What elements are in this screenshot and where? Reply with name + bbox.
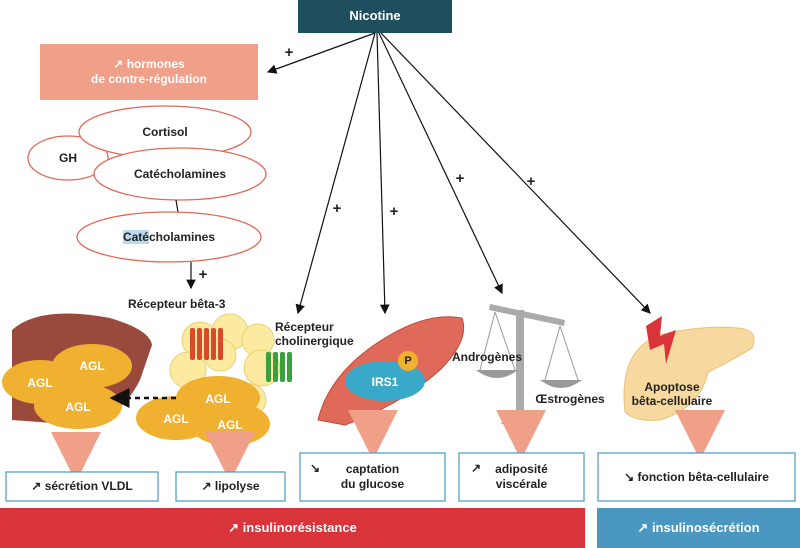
adiposite-line1: adiposité — [495, 462, 548, 476]
agl-label-4: AGL — [205, 392, 231, 406]
catecholamines2-rest: cholamines — [148, 230, 216, 244]
catecholamines2-highlight: Caté — [122, 230, 149, 244]
fonction-arrow: ↘ — [624, 469, 635, 484]
adiposite-label: ↗ adiposité viscérale — [459, 453, 584, 501]
plus-beta3: + — [198, 266, 208, 283]
arrow-to-muscle — [376, 32, 390, 315]
cholinergic-line1: Récepteur — [275, 320, 334, 334]
beta3-receptor-icon — [190, 328, 223, 360]
adiposite-line2: viscérale — [495, 477, 548, 491]
secretion-text: insulinosécrétion — [651, 519, 760, 535]
vldl-text: sécrétion VLDL — [44, 479, 133, 493]
adiposite-box — [458, 452, 585, 502]
fonction-box — [597, 452, 796, 502]
irs1-label: IRS1 — [371, 375, 399, 389]
beta3-receptor-label: Récepteur bêta-3 — [128, 297, 226, 311]
catecholamines2-label: Catécholamines — [99, 230, 239, 244]
arrow-to-hormones — [266, 32, 376, 74]
cortisol-label: Cortisol — [142, 125, 188, 139]
secretion-bar — [597, 508, 800, 548]
lipolyse-label: ↗ lipolyse — [176, 472, 285, 501]
plus-cholinergic: + — [332, 200, 342, 217]
hormones-box — [40, 44, 258, 100]
catecholamines2-ellipse — [76, 211, 262, 263]
hormones-arrow: ↗ — [113, 57, 124, 71]
plus-scale: + — [455, 170, 465, 187]
agl-label-3: AGL — [65, 400, 91, 414]
glucose-line1: captation — [345, 462, 400, 476]
arrow-to-pancreas — [380, 32, 651, 314]
phospho-label: P — [404, 355, 412, 367]
fonction-text: fonction bêta-cellulaire — [637, 469, 769, 484]
agl-blob-2 — [52, 344, 132, 388]
glucose-line2: du glucose — [340, 477, 405, 491]
gh-label: GH — [59, 151, 77, 165]
nicotine-label: Nicotine — [349, 8, 401, 24]
adiposite-arrow: ↗ — [471, 461, 482, 475]
secretion-label: ↗ insulinosécrétion — [597, 508, 800, 548]
resistance-text: insulinorésistance — [242, 519, 357, 535]
connector-line — [175, 199, 179, 213]
plus-hormones: + — [284, 44, 294, 61]
plus-muscle: + — [389, 203, 399, 220]
catecholamines-ellipse — [93, 147, 267, 201]
lipolyse-text: lipolyse — [214, 479, 260, 493]
resistance-bar — [0, 508, 585, 548]
catecholamines-label: Catécholamines — [133, 167, 227, 181]
phospho-circle — [398, 351, 418, 371]
estrogens-label: Œstrogènes — [535, 392, 605, 406]
cholinergic-receptor-icon — [266, 352, 292, 382]
gh-ellipse — [27, 135, 109, 181]
pancreas-line2: bêta-cellulaire — [631, 394, 713, 409]
hormones-line2: de contre-régulation — [90, 72, 207, 86]
cholinergic-line2: cholinergique — [275, 334, 354, 349]
vldl-label: ↗ sécrétion VLDL — [6, 472, 158, 501]
agl-label-5: AGL — [163, 412, 189, 426]
resistance-label: ↗ insulinorésistance — [0, 508, 585, 548]
lightning-icon — [646, 316, 676, 364]
glucose-arrow: ↘ — [310, 461, 321, 475]
glucose-box — [299, 452, 446, 502]
pancreas-line1: Apoptose — [644, 380, 700, 394]
lipolyse-box — [175, 471, 286, 502]
androgens-label: Androgènes — [451, 350, 522, 364]
arrow-to-scale — [378, 32, 503, 295]
glucose-label: ↘ captation du glucose — [300, 453, 445, 501]
arrow-to-cholinergic — [295, 32, 376, 315]
irs1-blob — [345, 361, 425, 401]
lipolyse-arrow: ↗ — [201, 479, 212, 493]
pancreas-label: Apoptose bêta-cellulaire — [612, 380, 732, 409]
nicotine-box — [298, 0, 452, 33]
hormones-label: ↗ hormones de contre-régulation — [40, 44, 258, 100]
resistance-arrow: ↗ — [228, 519, 240, 535]
vldl-box — [5, 471, 159, 502]
vldl-arrow: ↗ — [31, 479, 42, 493]
secretion-arrow: ↗ — [637, 519, 649, 535]
cholinergic-receptor-label: Récepteur cholinergique — [275, 320, 375, 349]
plus-pancreas: + — [526, 173, 536, 190]
agl-blob-3 — [34, 383, 122, 429]
agl-label-2: AGL — [79, 359, 105, 373]
fonction-label: ↘ fonction bêta-cellulaire — [598, 453, 795, 501]
hormones-line1: hormones — [126, 57, 185, 71]
agl-label-1: AGL — [27, 376, 53, 390]
agl-label-6: AGL — [217, 418, 243, 432]
